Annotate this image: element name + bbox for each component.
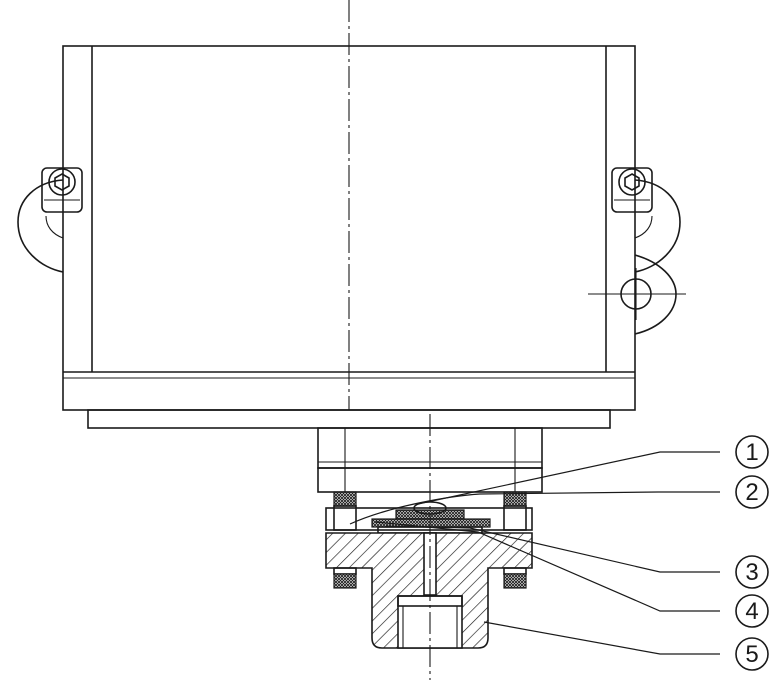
hex-socket-screw-icon: [41, 167, 83, 213]
hex-socket-screw-icon: [611, 167, 653, 213]
centerlines: [348, 0, 431, 680]
connection-body-section: [325, 532, 533, 649]
side-boss: [588, 254, 686, 335]
callout-label: 3: [745, 559, 758, 586]
callout-4: 4: [735, 594, 769, 628]
callout-label: 5: [745, 641, 758, 668]
callout-label: 2: [745, 479, 758, 506]
flange-plate: [325, 501, 533, 534]
callout-2: 2: [735, 475, 769, 509]
leader-lines: [349, 451, 720, 655]
callout-label: 4: [745, 598, 758, 625]
left-mounting-lug: [17, 167, 83, 273]
callout-3: 3: [735, 555, 769, 589]
callout-1: 1: [735, 435, 769, 469]
right-mounting-lug: [611, 167, 681, 273]
callout-label: 1: [745, 439, 758, 466]
lower-screws: [333, 567, 527, 589]
callout-5: 5: [735, 637, 769, 671]
